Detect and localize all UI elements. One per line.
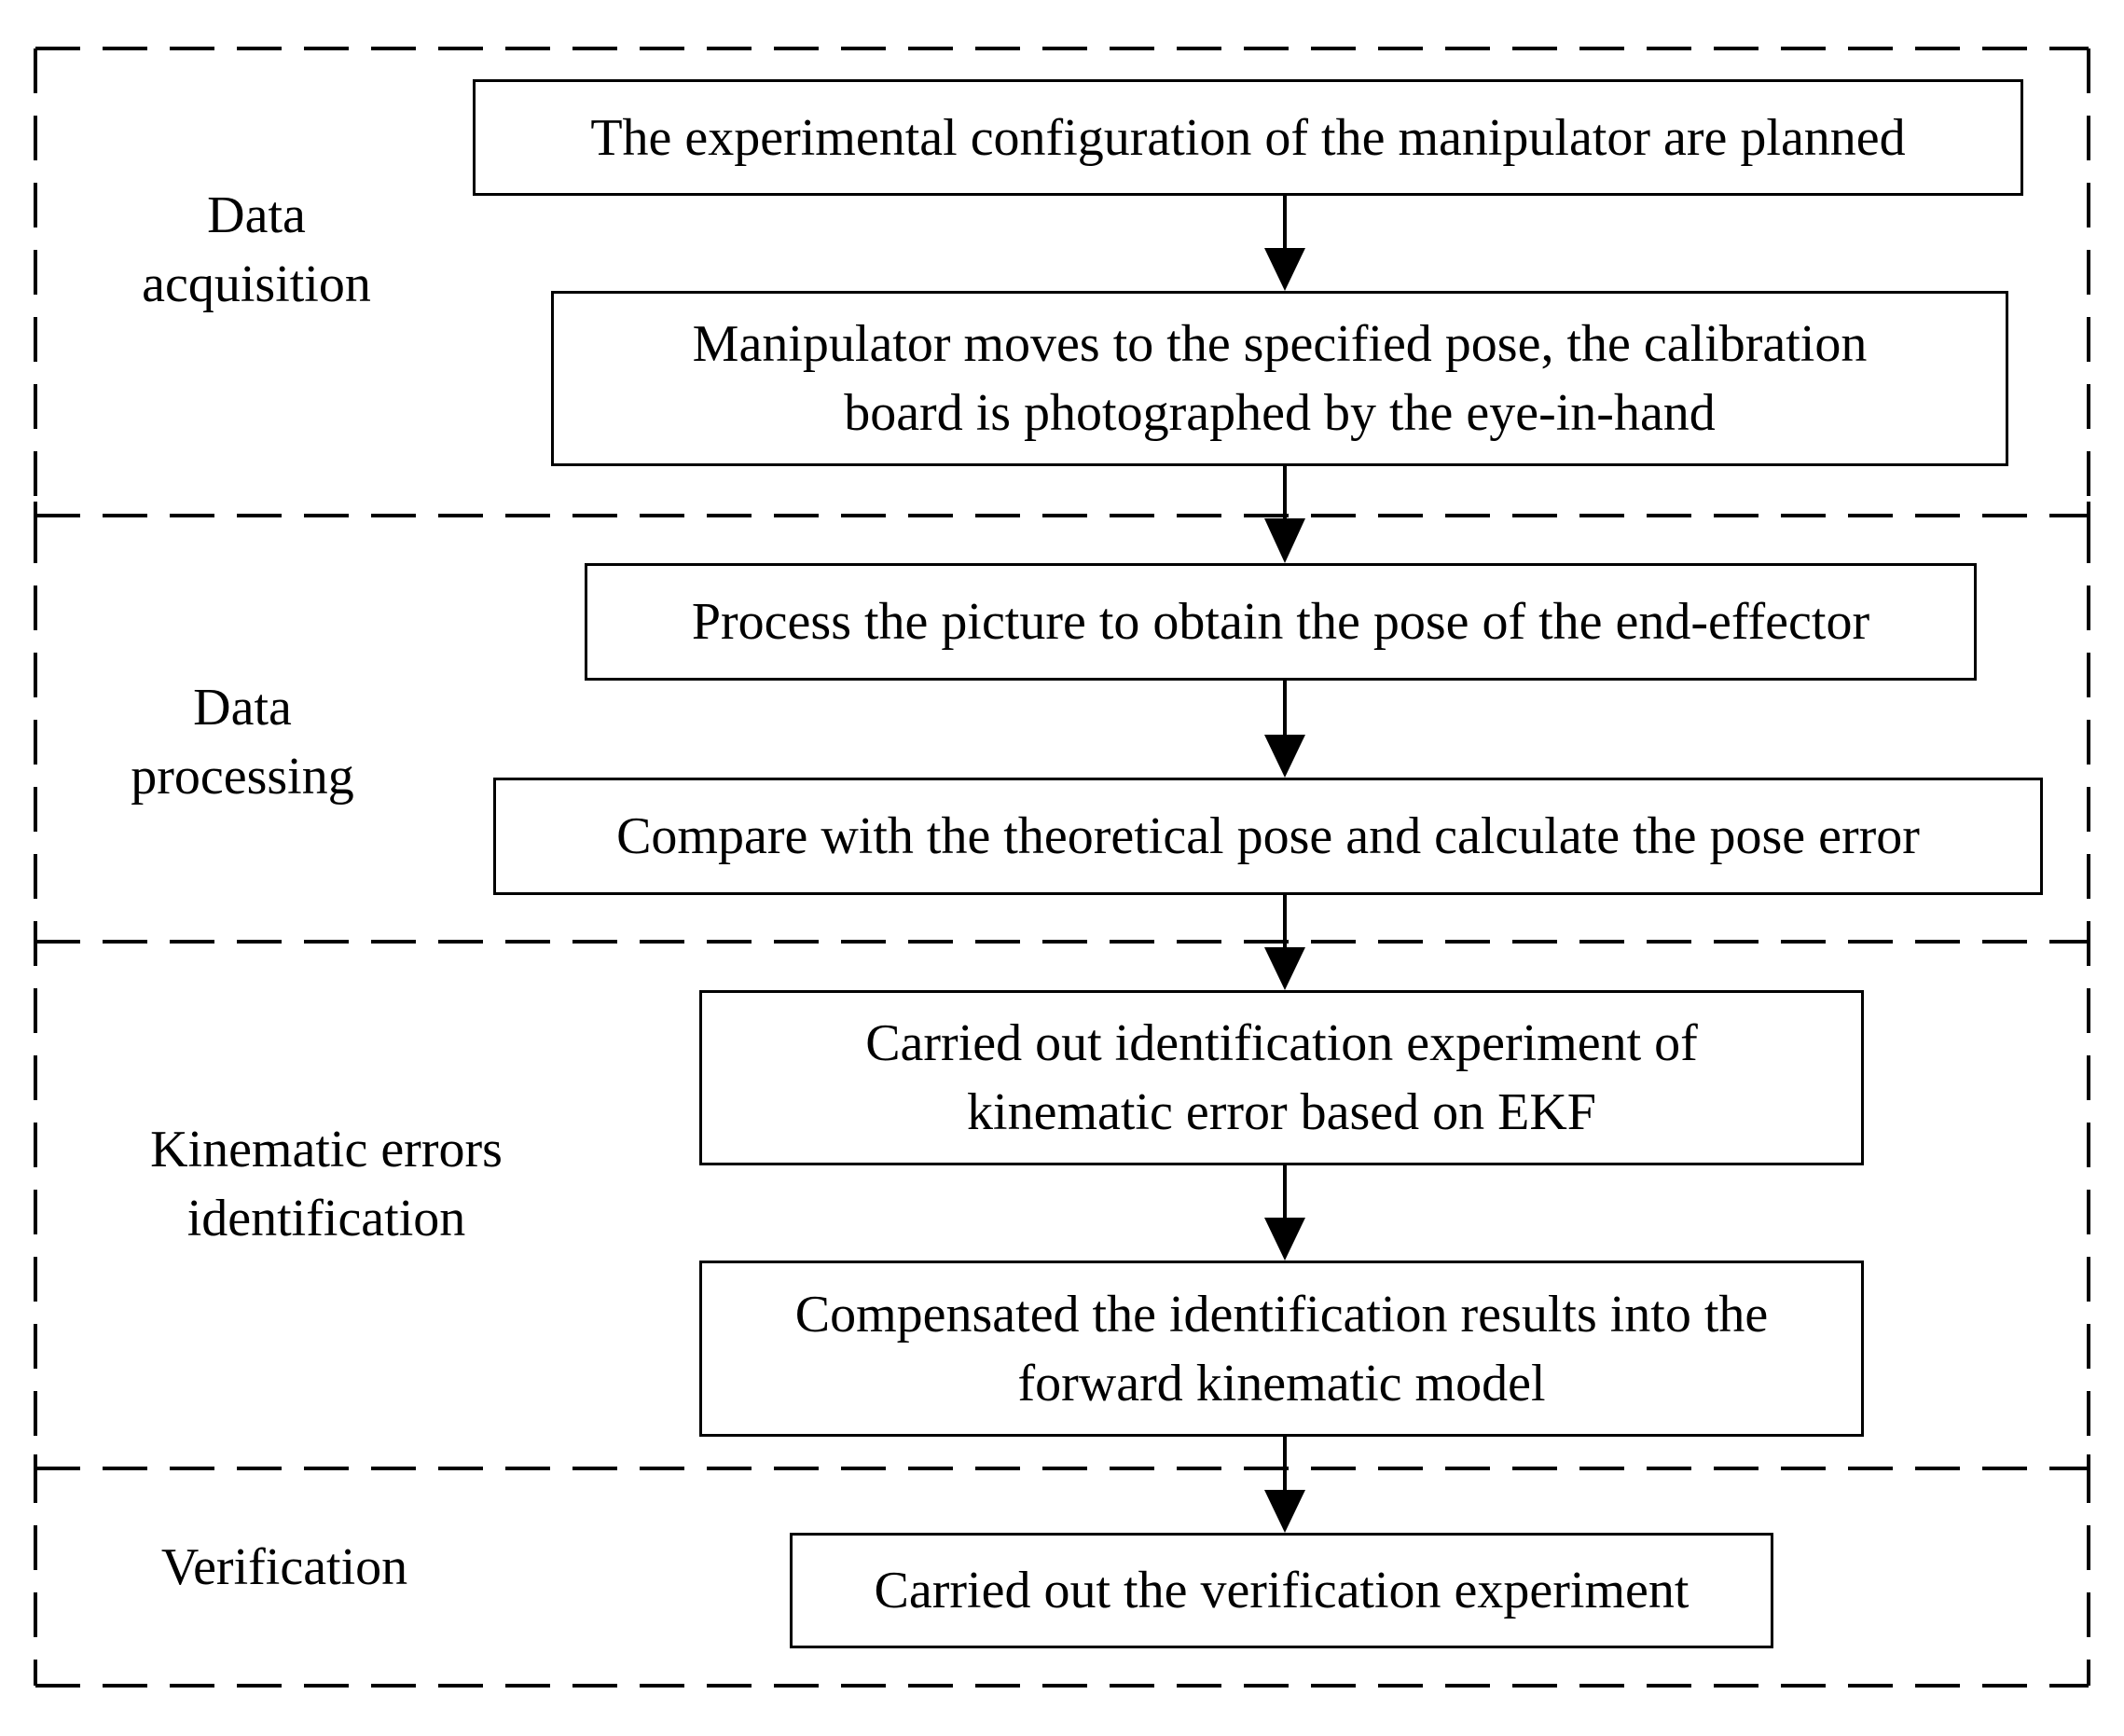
arrowhead-6 [1264,1490,1305,1533]
arrowhead-1 [1264,248,1305,291]
step-box-plan-configuration: The experimental configuration of the ma… [473,79,2023,196]
step-text: Carried out identification experiment of… [865,1009,1698,1147]
step-text-line: forward kinematic model [1017,1354,1546,1412]
step-text-line: board is photographed by the eye-in-hand [844,384,1716,442]
section-label-kinematic-errors-identification: Kinematic errors identification [103,1115,550,1253]
section-label-line: Kinematic errors [150,1121,503,1178]
step-text-line: Compensated the identification results i… [794,1285,1769,1343]
section-label-line: Verification [160,1538,408,1596]
step-box-verification-experiment: Carried out the verification experiment [790,1533,1773,1648]
section-label-line: Data [207,186,306,244]
outer-dashed-frame [34,47,2090,1688]
step-text: Carried out the verification experiment [875,1556,1690,1625]
arrowhead-4 [1264,947,1305,990]
step-text: The experimental configuration of the ma… [590,103,1905,172]
step-text-line: Carried out the verification experiment [874,1562,1690,1619]
arrowhead-5 [1264,1218,1305,1261]
step-text-line: Carried out identification experiment of [865,1014,1698,1072]
step-box-process-picture: Process the picture to obtain the pose o… [585,563,1977,681]
step-text-line: Compare with the theoretical pose and ca… [616,807,1920,865]
section-label-line: acquisition [142,255,371,313]
section-dividers [35,514,2089,1470]
step-text: Process the picture to obtain the pose o… [692,587,1869,656]
section-label-line: processing [131,748,354,806]
arrowhead-3 [1264,735,1305,778]
section-label-verification: Verification [121,1533,448,1602]
step-box-move-and-photograph: Manipulator moves to the specified pose,… [551,291,2008,466]
section-label-line: identification [186,1190,466,1247]
step-text-line: Manipulator moves to the specified pose,… [692,315,1868,373]
divider-end-ticks [34,502,2090,1482]
step-text-line: kinematic error based on EKF [967,1083,1596,1141]
step-text-line: Process the picture to obtain the pose o… [691,593,1870,651]
step-text: Manipulator moves to the specified pose,… [693,310,1868,448]
step-text: Compensated the identification results i… [795,1280,1769,1418]
step-text-line: The experimental configuration of the ma… [590,108,1906,167]
step-text: Compare with the theoretical pose and ca… [616,802,1920,871]
arrowhead-2 [1264,518,1305,563]
section-label-line: Data [193,679,292,737]
step-box-compensate-results: Compensated the identification results i… [699,1261,1864,1437]
section-label-data-acquisition: Data acquisition [103,181,410,319]
section-label-data-processing: Data processing [89,673,396,811]
step-box-ekf-identification: Carried out identification experiment of… [699,990,1864,1165]
step-box-compare-pose-error: Compare with the theoretical pose and ca… [493,778,2043,895]
arrow-heads [1264,248,1305,1533]
